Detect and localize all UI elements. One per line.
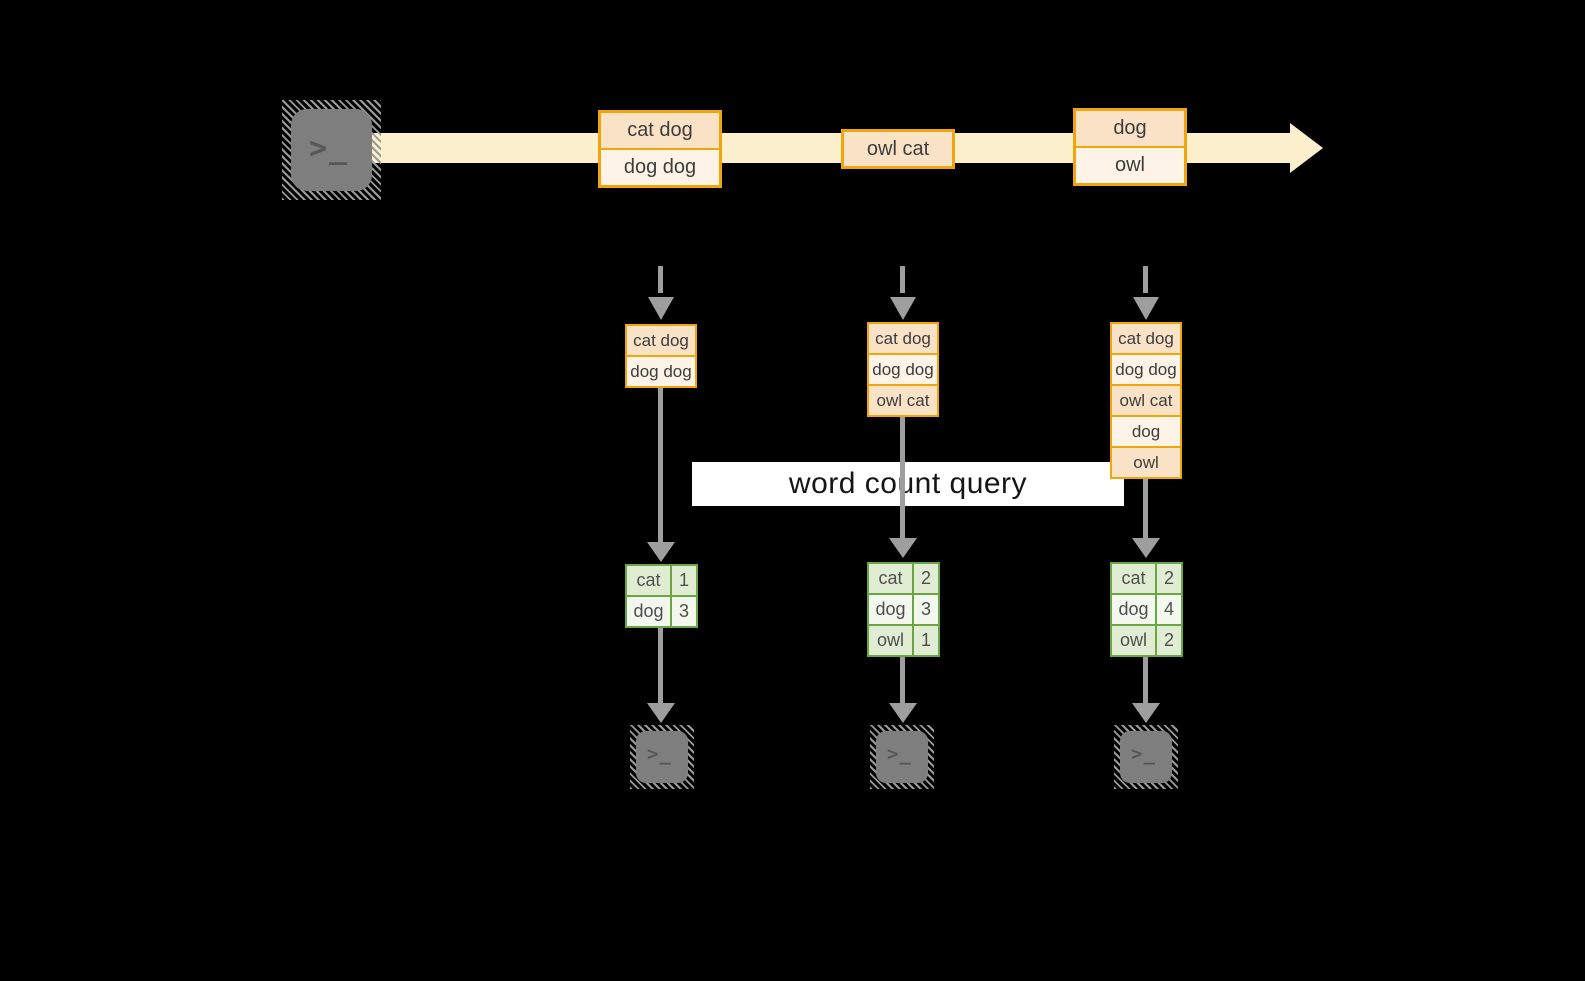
count-cell: 1 [678, 570, 689, 590]
count-cell: 2 [1163, 568, 1174, 588]
terminal-prompt-icon: >_ [1131, 743, 1156, 765]
buffer-row: owl [1112, 446, 1180, 477]
buffer-row: dog dog [869, 353, 937, 384]
stream-event-line: dog [1076, 111, 1184, 146]
stream-arrowhead-icon [1290, 123, 1323, 173]
sink-terminal-icon: >_ [630, 725, 694, 789]
stream-event-box: owl cat [841, 129, 955, 169]
terminal-screen: >_ [876, 731, 928, 783]
count-row: owl 1 [869, 624, 938, 655]
stream-event-line: owl cat [844, 132, 952, 166]
count-cell: 2 [1163, 630, 1174, 650]
flow-arrow-line [1143, 657, 1148, 703]
word-cell: owl [869, 626, 914, 655]
flow-arrow-line [900, 657, 905, 703]
flow-arrow-head-icon [889, 703, 917, 723]
count-cell: 3 [920, 599, 931, 619]
terminal-screen: >_ [636, 731, 688, 783]
terminal-screen: >_ [1120, 731, 1172, 783]
dashed-arrow-line [658, 266, 663, 293]
flow-arrow-head-icon [647, 542, 675, 562]
stream-event-line: cat dog [601, 113, 719, 148]
buffer-row: dog dog [627, 355, 695, 386]
sink-terminal-icon: >_ [870, 725, 934, 789]
buffer-row: cat dog [869, 324, 937, 353]
count-table: cat 1 dog 3 [625, 564, 698, 628]
buffer-stack: cat dog dog dog owl cat [867, 322, 939, 417]
word-cell: owl [1112, 626, 1157, 655]
count-cell: 4 [1163, 599, 1174, 619]
buffer-row: owl cat [869, 384, 937, 415]
flow-arrow-head-icon [647, 703, 675, 723]
buffer-stack: cat dog dog dog owl cat dog owl [1110, 322, 1182, 479]
count-cell: 3 [678, 601, 689, 621]
word-cell: dog [1112, 595, 1157, 624]
word-cell: cat [1112, 564, 1157, 593]
dashed-arrow-line [900, 266, 905, 293]
terminal-prompt-icon: >_ [309, 131, 350, 166]
count-table: cat 2 dog 4 owl 2 [1110, 562, 1183, 657]
buffer-stack: cat dog dog dog [625, 324, 697, 388]
buffer-row: cat dog [1112, 324, 1180, 353]
buffer-row: owl cat [1112, 384, 1180, 415]
query-label: word count query [692, 462, 1124, 506]
source-terminal-icon: >_ [282, 100, 381, 200]
stream-event-box: cat dog dog dog [598, 110, 722, 188]
flow-arrow-head-icon [889, 538, 917, 558]
flow-arrow-line [900, 417, 905, 538]
stream-event-line: owl [1076, 146, 1184, 183]
count-cell: 1 [920, 630, 931, 650]
count-row: dog 3 [627, 595, 696, 626]
buffer-row: dog [1112, 415, 1180, 446]
dashed-arrow-head-icon [1133, 297, 1159, 320]
count-row: owl 2 [1112, 624, 1181, 655]
flow-arrow-head-icon [1132, 703, 1160, 723]
stream-event-box: dog owl [1073, 108, 1187, 186]
count-table: cat 2 dog 3 owl 1 [867, 562, 940, 657]
flow-arrow-line [658, 628, 663, 703]
dashed-arrow-head-icon [890, 297, 916, 320]
word-cell: cat [627, 566, 672, 595]
buffer-row: cat dog [627, 326, 695, 355]
terminal-prompt-icon: >_ [887, 743, 912, 765]
dashed-arrow-head-icon [648, 297, 674, 320]
stream-event-line: dog dog [601, 148, 719, 185]
count-row: cat 1 [627, 566, 696, 595]
word-cell: dog [627, 597, 672, 626]
terminal-prompt-icon: >_ [647, 743, 672, 765]
word-cell: cat [869, 564, 914, 593]
word-cell: dog [869, 595, 914, 624]
dashed-arrow-line [1143, 266, 1148, 293]
flow-arrow-line [1143, 479, 1148, 538]
sink-terminal-icon: >_ [1114, 725, 1178, 789]
count-row: dog 3 [869, 593, 938, 624]
flow-arrow-line [658, 388, 663, 542]
flow-arrow-head-icon [1132, 538, 1160, 558]
count-cell: 2 [920, 568, 931, 588]
count-row: cat 2 [869, 564, 938, 593]
count-row: dog 4 [1112, 593, 1181, 624]
terminal-screen: >_ [291, 109, 372, 191]
count-row: cat 2 [1112, 564, 1181, 593]
buffer-row: dog dog [1112, 353, 1180, 384]
